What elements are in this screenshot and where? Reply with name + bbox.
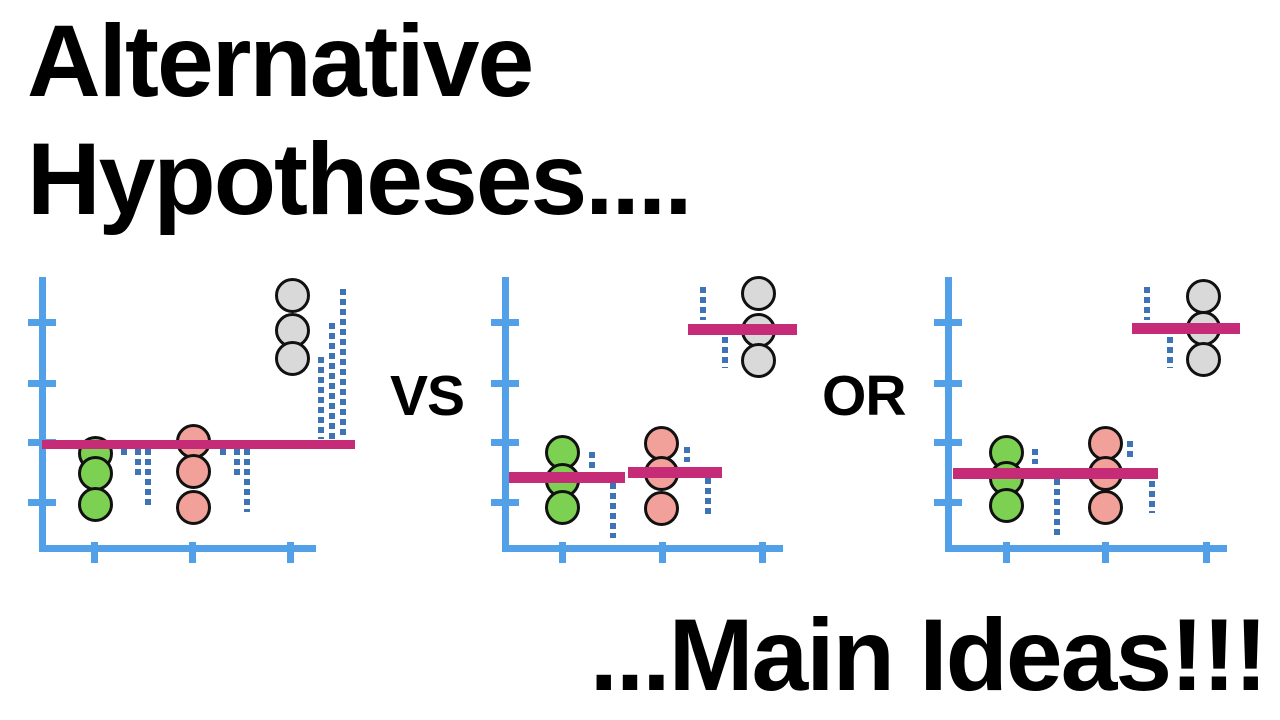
plot3-gray-data-point: [1185, 341, 1221, 377]
plot3-red-data-point: [1087, 489, 1123, 525]
plot2-mean-line: [509, 471, 625, 483]
plot1-residual-line: [329, 323, 335, 439]
plot2-x-axis-tick: [658, 542, 666, 563]
plot1-residual-line: [244, 449, 250, 512]
title-line-2: Hypotheses....: [27, 122, 693, 236]
plot1-red-data-point: [175, 489, 211, 525]
plot1-residual-line: [340, 289, 346, 439]
plot1-residual-line: [318, 357, 324, 439]
vs-label: VS: [390, 364, 465, 428]
plot2-green-data-point: [544, 489, 580, 525]
plot3-residual-line: [1054, 479, 1060, 538]
plot1-residual-line: [145, 449, 151, 507]
plot2-gray-data-point: [740, 275, 776, 311]
plot1-gray-data-point: [274, 340, 310, 376]
plot2-residual-line: [610, 483, 616, 538]
plot3-residual-line: [1032, 449, 1038, 464]
plot1-residual-line: [234, 449, 240, 476]
plot2-y-axis-tick: [491, 438, 519, 446]
plot2-x-axis: [501, 545, 783, 552]
plot2-residual-line: [705, 478, 711, 514]
plot2-red-data-point: [643, 490, 679, 526]
plot2-residual-line: [684, 447, 690, 462]
plot3-y-axis-tick: [934, 498, 962, 506]
plot1-x-axis-tick: [90, 542, 98, 563]
plot2-residual-line: [722, 337, 728, 368]
plot3-x-axis-tick: [1101, 542, 1109, 563]
plot2-y-axis: [501, 277, 509, 552]
plot3-mean-line: [953, 467, 1158, 479]
plot3-y-axis-tick: [934, 438, 962, 446]
plot3-residual-line: [1127, 441, 1133, 458]
plot1-y-axis-tick: [28, 498, 56, 506]
plot1-mean-line: [42, 439, 355, 449]
plot2-mean-line: [628, 466, 722, 478]
plot2-y-axis-tick: [491, 498, 519, 506]
title-line-1: Alternative: [27, 4, 534, 118]
plot3-residual-line: [1144, 287, 1150, 320]
plot2-mean-line: [688, 323, 797, 335]
plot2-y-axis-tick: [491, 379, 519, 387]
footer-text: ...Main Ideas!!!: [589, 598, 1268, 712]
plot1-x-axis: [38, 545, 316, 552]
plot3-gray-data-point: [1185, 278, 1221, 314]
plot1-x-axis-tick: [188, 542, 196, 563]
plot1-gray-data-point: [274, 277, 310, 313]
plot3-residual-line: [1149, 481, 1155, 513]
plot1-y-axis-tick: [28, 318, 56, 326]
plot3-residual-line: [1167, 337, 1173, 368]
plot2-residual-line: [589, 452, 595, 468]
plot1-red-data-point: [175, 453, 211, 489]
plot1-residual-line: [220, 449, 226, 458]
plot3-x-axis-tick: [1002, 542, 1010, 563]
plot3-mean-line: [1132, 322, 1240, 334]
plot1-y-axis-tick: [28, 379, 56, 387]
plot1-x-axis-tick: [286, 542, 294, 563]
plot1-green-data-point: [77, 455, 113, 491]
plot3-y-axis: [944, 277, 952, 552]
plot2-gray-data-point: [740, 342, 776, 378]
or-label: OR: [822, 364, 906, 428]
plot3-y-axis-tick: [934, 379, 962, 387]
plot1-y-axis: [38, 277, 46, 552]
plot3-y-axis-tick: [934, 318, 962, 326]
plot2-x-axis-tick: [758, 542, 766, 563]
plot3-green-data-point: [988, 487, 1024, 523]
plot2-x-axis-tick: [558, 542, 566, 563]
plot2-residual-line: [700, 287, 706, 320]
plot1-residual-line: [135, 449, 141, 478]
page-title: Alternative Hypotheses....: [27, 2, 693, 238]
plot1-green-data-point: [77, 486, 113, 522]
plot3-x-axis: [944, 545, 1227, 552]
plot3-x-axis-tick: [1202, 542, 1210, 563]
plot1-residual-line: [121, 449, 127, 459]
plot2-y-axis-tick: [491, 318, 519, 326]
